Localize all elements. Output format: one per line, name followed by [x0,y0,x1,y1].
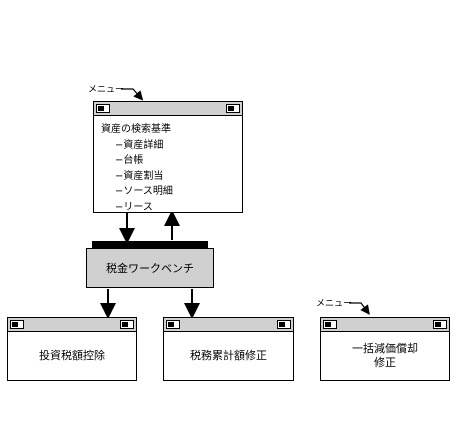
menu-heading: 資産の検索基準 [101,124,171,135]
window-label: 投資税額控除 [39,349,105,362]
window-button-icon[interactable] [226,104,240,113]
mass-depreciation-adjustment-window[interactable]: 一括減価償却 修正 [320,317,450,381]
menu-item-lease[interactable]: −リース [115,201,153,213]
workbench-bar [92,241,208,248]
menu-item-ledger[interactable]: −台帳 [115,155,144,166]
window-button-icon[interactable] [433,320,447,329]
callout-pointer-2 [349,302,370,315]
menu-item-asset-detail[interactable]: −資産詳細 [115,139,164,151]
menu-window: 資産の検索基準 −資産詳細 −台帳 −資産割当 −ソース明細 −リース [93,101,243,213]
control-menu-icon[interactable] [96,104,110,113]
window-button-icon[interactable] [277,320,291,329]
investment-tax-credit-window[interactable]: 投資税額控除 [7,317,137,381]
callout-pointer-1 [121,88,144,101]
menu-callout-label: メニュー [316,299,353,309]
control-menu-icon[interactable] [10,320,24,329]
menu-callout-label: メニュー [88,85,125,95]
control-menu-icon[interactable] [166,320,180,329]
title-bar [8,318,136,332]
tax-cumulative-adjustment-window[interactable]: 税務累計額修正 [163,317,294,381]
search-criteria-list: 資産の検索基準 −資産詳細 −台帳 −資産割当 −ソース明細 −リース [101,122,173,215]
control-menu-icon[interactable] [323,320,337,329]
window-button-icon[interactable] [120,320,134,329]
menu-item-asset-assignment[interactable]: −資産割当 [115,170,164,182]
title-bar [94,102,242,116]
window-label-line-2: 修正 [374,356,396,369]
window-label-line-1: 一括減価償却 [352,342,418,355]
title-bar [321,318,449,332]
title-bar [164,318,293,332]
window-label: 税務累計額修正 [190,349,267,362]
menu-item-source-detail[interactable]: −ソース明細 [115,186,173,197]
tax-workbench[interactable]: 税金ワークベンチ [86,248,214,288]
workbench-label: 税金ワークベンチ [106,262,194,275]
